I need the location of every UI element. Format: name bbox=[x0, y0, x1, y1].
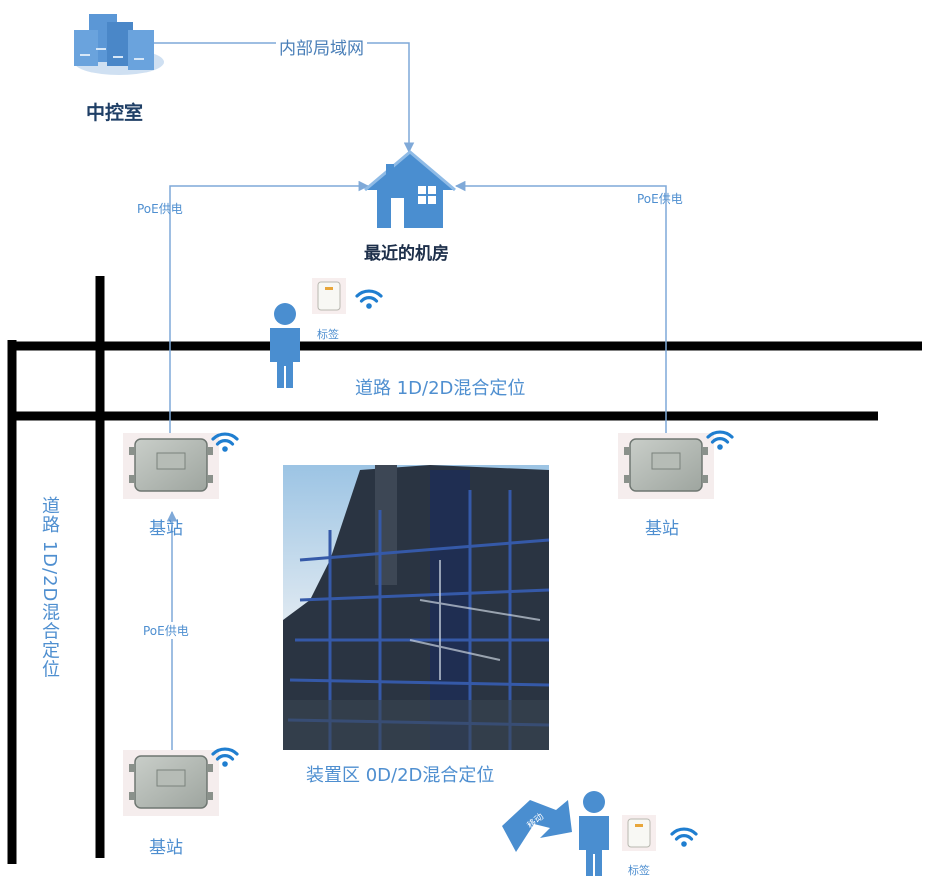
roads bbox=[7, 276, 922, 864]
road-label-vertical: 道路 1D/2D混合定位 bbox=[39, 496, 60, 679]
poe-right-line bbox=[454, 180, 667, 437]
tag-device-icon bbox=[311, 277, 383, 315]
tag-device-icon bbox=[621, 814, 698, 852]
tag-label: 标签 bbox=[628, 864, 650, 877]
machine-room-label: 最近的机房 bbox=[364, 244, 449, 264]
direction-arrow-icon bbox=[502, 800, 572, 852]
base-station-label: 基站 bbox=[149, 519, 183, 539]
device-area-label: 装置区 0D/2D混合定位 bbox=[306, 765, 495, 786]
tag-label: 标签 bbox=[317, 328, 339, 341]
base-station-1 bbox=[122, 432, 239, 500]
house-icon bbox=[364, 150, 456, 228]
person-icon bbox=[269, 302, 301, 389]
connections bbox=[152, 42, 667, 756]
central-control-label: 中控室 bbox=[86, 102, 144, 124]
poe-label-right: PoE供电 bbox=[637, 192, 683, 206]
lan-line bbox=[152, 42, 415, 154]
base-station-3 bbox=[122, 747, 239, 817]
server-stack-icon bbox=[74, 14, 164, 75]
base-station-2 bbox=[617, 430, 734, 500]
poe-left-line bbox=[169, 180, 370, 437]
base-station-label: 基站 bbox=[149, 838, 183, 858]
industrial-plant-photo bbox=[283, 465, 550, 750]
poe-label-left: PoE供电 bbox=[137, 202, 183, 216]
road-label-horizontal: 道路 1D/2D混合定位 bbox=[355, 378, 526, 399]
person-icon bbox=[578, 790, 610, 877]
poe-label-vertical: PoE供电 bbox=[143, 622, 189, 639]
base-station-label: 基站 bbox=[645, 519, 679, 539]
lan-label: 内部局域网 bbox=[276, 34, 367, 59]
